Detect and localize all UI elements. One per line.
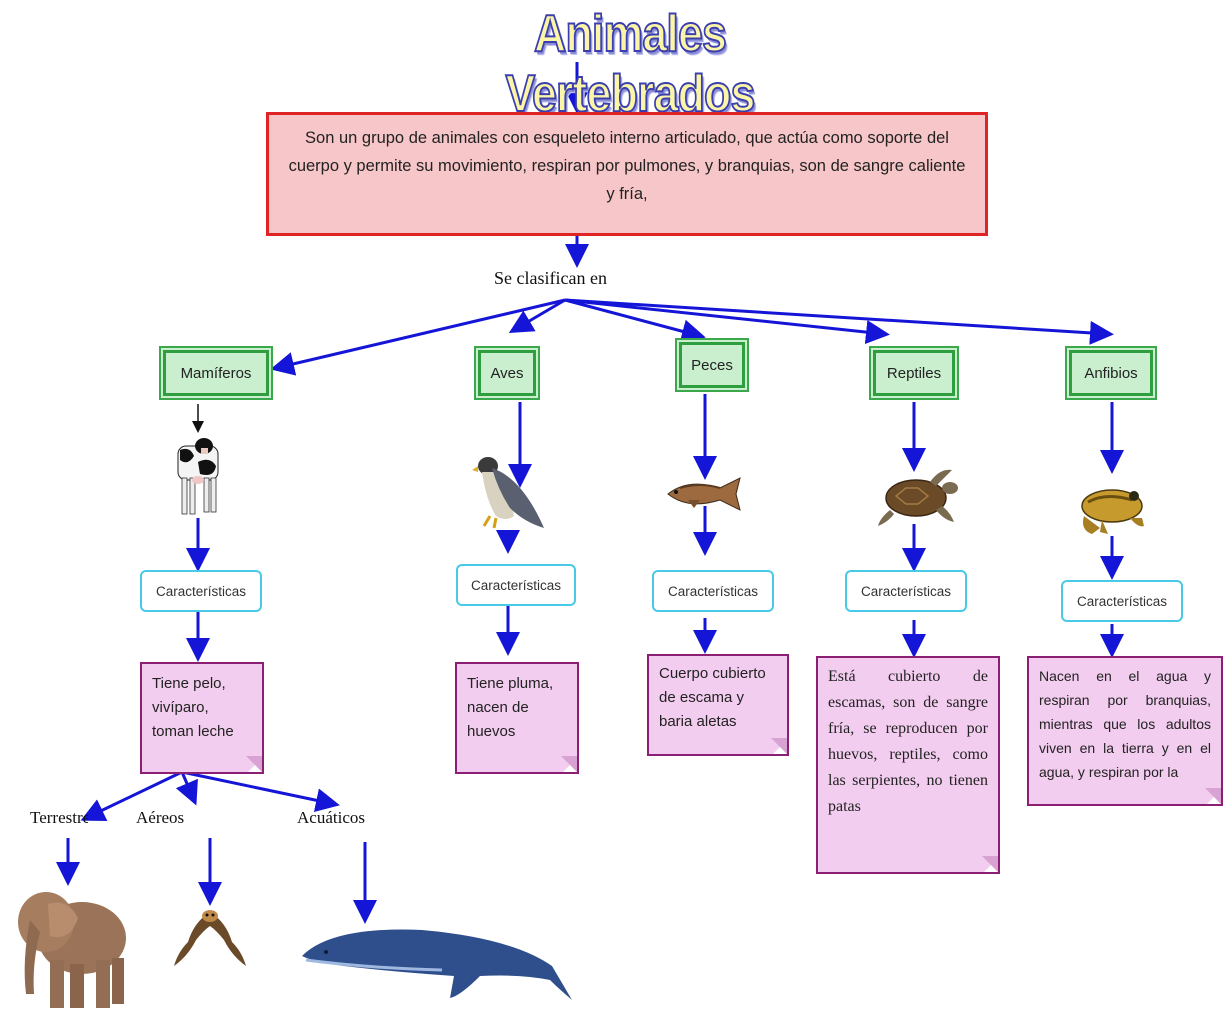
arrow-to-aves bbox=[508, 298, 566, 334]
arrow-to-anfibios bbox=[564, 298, 1114, 345]
falcon-image bbox=[472, 457, 544, 529]
cow-image bbox=[177, 438, 219, 515]
definition-box: Son un grupo de animales con esqueleto i… bbox=[266, 112, 988, 236]
category-mamiferos: Mamíferos bbox=[161, 348, 271, 398]
elephant-image bbox=[18, 892, 126, 1008]
bat-image bbox=[174, 910, 246, 966]
arrow-to-peces bbox=[564, 298, 706, 343]
description-note-mamiferos: Tiene pelo, vivíparo, toman leche bbox=[140, 662, 264, 774]
turtle-image bbox=[878, 469, 958, 526]
classification-label: Se clasifican en bbox=[494, 268, 607, 288]
description-reptiles: Está cubierto de escamas, son de sangre … bbox=[828, 668, 988, 815]
arrow-to-reptiles bbox=[564, 298, 890, 345]
group-acuaticos: Acuáticos bbox=[297, 808, 365, 827]
category-anfibios: Anfibios bbox=[1067, 348, 1155, 398]
description-mamiferos: Tiene pelo, vivíparo, toman leche bbox=[152, 675, 234, 740]
group-terrestre: Terrestre bbox=[30, 808, 88, 827]
characteristics-peces: Características bbox=[652, 570, 774, 612]
description-anfibios: Nacen en el agua y respiran por branquia… bbox=[1039, 668, 1211, 780]
description-peces: Cuerpo cubierto de escama y baria aletas bbox=[659, 665, 766, 730]
description-note-anfibios: Nacen en el agua y respiran por branquia… bbox=[1027, 656, 1223, 806]
description-note-peces: Cuerpo cubierto de escama y baria aletas bbox=[647, 654, 789, 756]
diagram-title: Animales Vertebrados bbox=[505, 4, 757, 124]
fish-image bbox=[667, 477, 741, 511]
category-reptiles: Reptiles bbox=[871, 348, 957, 398]
description-note-aves: Tiene pluma, nacen de huevos bbox=[455, 662, 579, 774]
characteristics-aves: Características bbox=[456, 564, 576, 606]
characteristics-anfibios: Características bbox=[1061, 580, 1183, 622]
characteristics-reptiles: Características bbox=[845, 570, 967, 612]
description-note-reptiles: Está cubierto de escamas, son de sangre … bbox=[816, 656, 1000, 874]
characteristics-mamiferos: Características bbox=[140, 570, 262, 612]
category-aves: Aves bbox=[476, 348, 538, 398]
frog-image bbox=[1081, 489, 1144, 534]
whale-image bbox=[302, 929, 572, 1000]
description-aves: Tiene pluma, nacen de huevos bbox=[467, 675, 554, 740]
group-aereos: Aéreos bbox=[136, 808, 185, 827]
category-peces: Peces bbox=[677, 340, 747, 390]
